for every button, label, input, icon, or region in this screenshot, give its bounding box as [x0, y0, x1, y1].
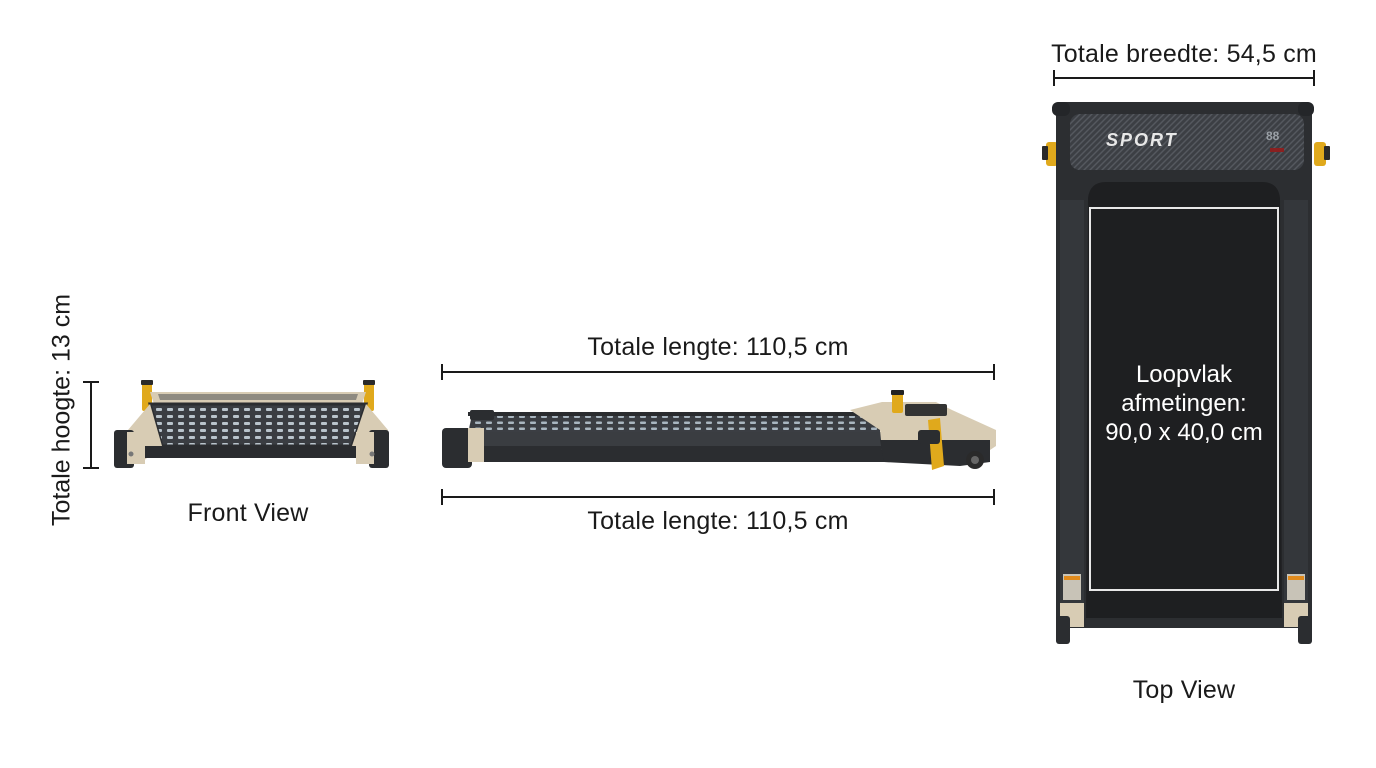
top-view-caption: Top View — [1132, 676, 1236, 704]
width-dimension-line — [1053, 70, 1315, 86]
side-length-label-bottom: Totale lengte: 110,5 cm — [587, 507, 849, 535]
tread-label-line2: afmetingen: — [1121, 390, 1247, 417]
side-length-label-top: Totale lengte: 110,5 cm — [587, 333, 849, 361]
tread-label-line3: 90,0 x 40,0 cm — [1105, 419, 1263, 446]
side-view-treadmill — [442, 390, 996, 470]
front-view-treadmill — [114, 380, 389, 468]
front-view-caption: Front View — [187, 499, 309, 527]
height-dimension-line — [83, 381, 99, 469]
length-dimension-line-bottom — [441, 489, 995, 505]
top-width-label: Totale breedte: 54,5 cm — [1051, 40, 1317, 68]
tread-label-line1: Loopvlak — [1135, 361, 1233, 388]
svg-text:88: 88 — [1266, 129, 1280, 143]
length-dimension-line-top — [441, 364, 995, 380]
front-height-label: Totale hoogte: 13 cm — [47, 293, 76, 527]
brand-logo-text: SPORT — [1106, 130, 1178, 150]
top-view-treadmill: 88 — [1042, 102, 1330, 644]
tread-dimensions-label: Loopvlak afmetingen: 90,0 x 40,0 cm — [1105, 360, 1262, 447]
